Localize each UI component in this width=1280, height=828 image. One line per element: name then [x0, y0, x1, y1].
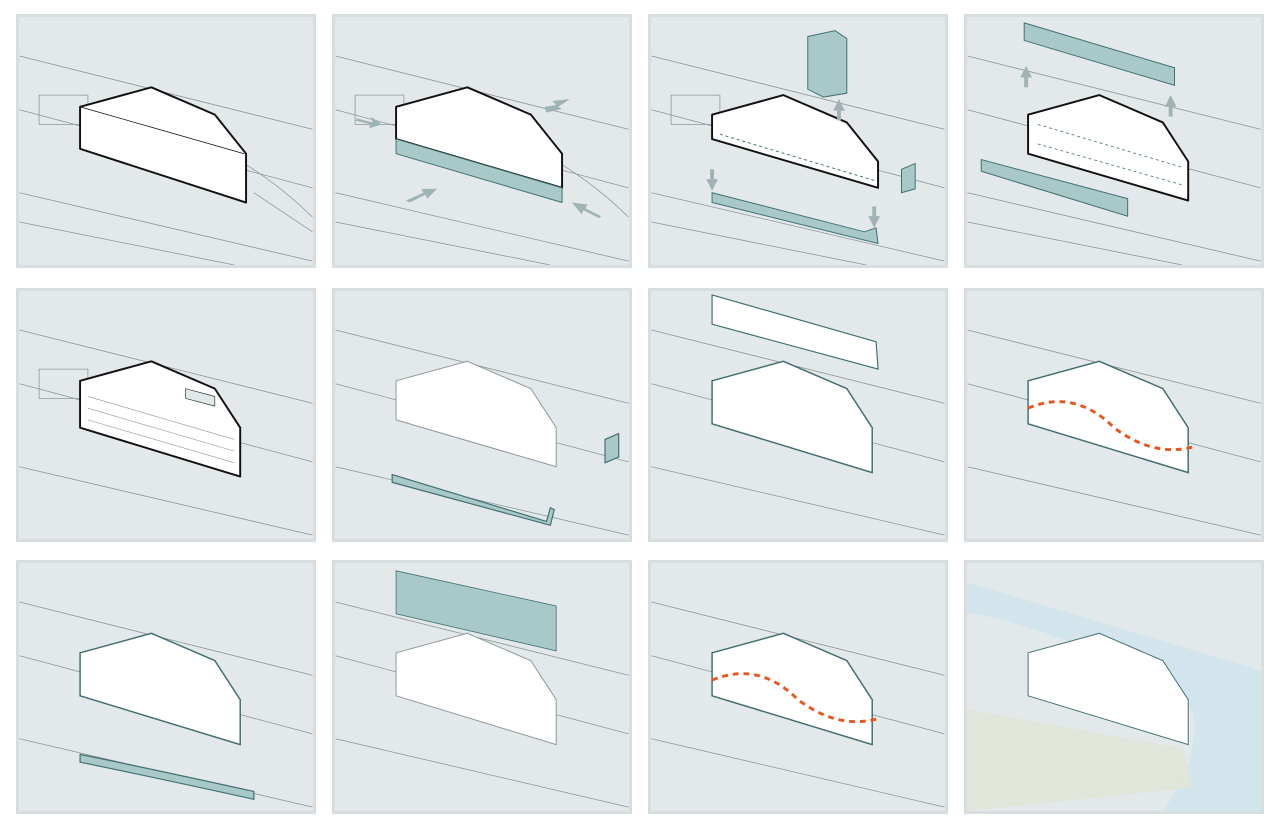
upper-wrap-icon — [711, 294, 879, 370]
water-area — [967, 582, 1261, 811]
step-2-panel — [332, 14, 632, 268]
step-6-panel — [332, 288, 632, 542]
step-4-panel — [964, 14, 1264, 268]
extract-volumes-icon — [711, 30, 916, 245]
building-mass — [711, 632, 873, 746]
facade-grid-icon — [79, 360, 242, 478]
landscape-area — [967, 709, 1193, 811]
arrow-icons — [1020, 65, 1177, 117]
building-mass — [711, 360, 873, 474]
wave-skin-icon — [711, 672, 877, 724]
vertical-fins-icon — [395, 570, 557, 652]
step-3-panel — [648, 14, 948, 268]
building-mass — [1027, 94, 1190, 202]
step-5-panel — [16, 288, 316, 542]
step-7-panel — [648, 288, 948, 542]
arrow-icons — [706, 99, 881, 228]
building-mass — [711, 94, 880, 189]
step-9-panel — [16, 560, 316, 814]
compress-arrows-icon — [355, 99, 602, 219]
flow-line-icon — [1027, 400, 1193, 452]
building-mass — [1027, 360, 1189, 474]
step-12-panel — [964, 560, 1264, 814]
building-mass — [79, 86, 248, 204]
building-mass — [395, 360, 557, 468]
building-mass — [79, 632, 241, 746]
step-11-panel — [648, 560, 948, 814]
step-1-panel — [16, 14, 316, 268]
facade-bands-icon — [980, 22, 1176, 217]
building-mass — [395, 86, 564, 203]
curved-base-icon — [79, 753, 255, 801]
step-8-panel — [964, 288, 1264, 542]
step-10-panel — [332, 560, 632, 814]
podium-slab-icon — [391, 432, 620, 527]
building-mass — [395, 632, 557, 746]
final-context-icon — [1027, 632, 1189, 746]
